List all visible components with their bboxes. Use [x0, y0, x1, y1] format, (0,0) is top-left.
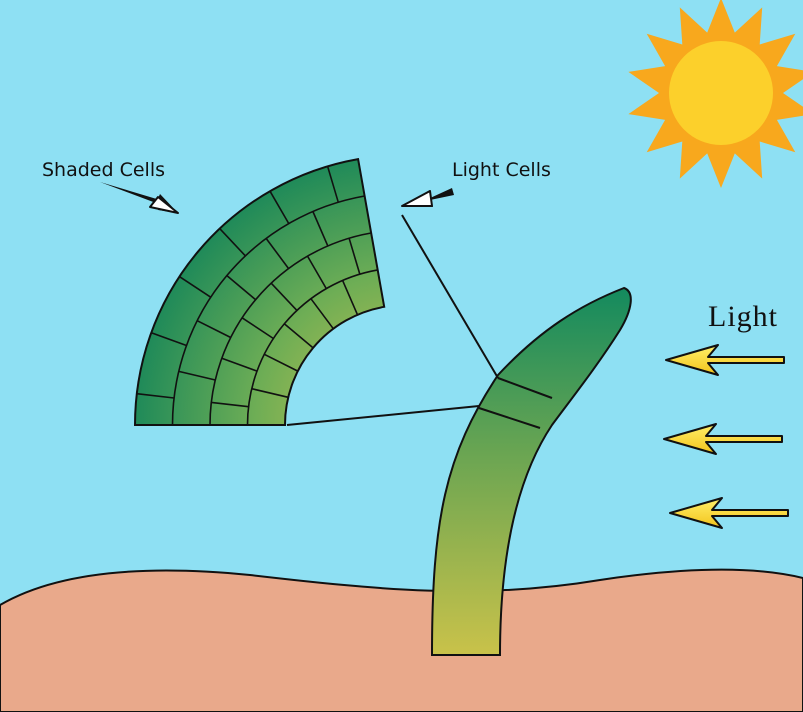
seedling-cell-wall — [497, 377, 553, 399]
sun-icon — [628, 0, 803, 188]
light-arrow-icon — [665, 344, 785, 376]
cell-wall — [226, 274, 257, 301]
cell-wall — [221, 357, 258, 372]
zoom-line-bottom — [286, 405, 480, 426]
seedling-stem — [430, 286, 632, 656]
magnified-cell-section — [133, 157, 386, 426]
seedling-cell-wall — [478, 407, 541, 429]
cell-wall — [269, 190, 290, 225]
cell-wall — [341, 280, 359, 316]
cell-wall — [265, 238, 290, 270]
cell-wall — [306, 255, 327, 290]
light-cells-label: Light Cells — [452, 159, 551, 181]
light-arrow-icon — [663, 423, 783, 455]
cell-wall — [136, 392, 175, 399]
light-arrows — [663, 344, 789, 529]
cell-wall — [348, 237, 361, 275]
cell-wall — [151, 331, 187, 347]
cell-wall — [219, 228, 246, 257]
cell-wall — [310, 298, 334, 330]
light-cells-pointer — [401, 188, 454, 207]
cell-wall — [312, 211, 329, 247]
cell-walls — [136, 166, 378, 426]
light-label: Light — [708, 300, 778, 333]
cell-wall — [211, 401, 249, 408]
light-arrow-icon — [669, 497, 789, 529]
zoom-line-top — [401, 214, 499, 379]
cell-wall — [251, 387, 289, 399]
cell-wall — [178, 275, 212, 298]
shaded-cells-label: Shaded Cells — [42, 159, 165, 181]
cell-wall — [171, 195, 365, 426]
soil-ground — [0, 568, 803, 712]
cell-section-outline — [133, 157, 386, 426]
cell-wall — [178, 370, 216, 381]
cell-wall — [326, 166, 340, 203]
cell-wall — [283, 323, 314, 349]
shaded-cells-pointer — [100, 182, 179, 214]
cell-wall — [196, 319, 232, 339]
seedling — [430, 286, 632, 656]
cell-wall — [209, 232, 372, 426]
cell-wall — [241, 317, 274, 340]
cell-wall — [270, 282, 298, 311]
cell-wall — [263, 353, 299, 372]
